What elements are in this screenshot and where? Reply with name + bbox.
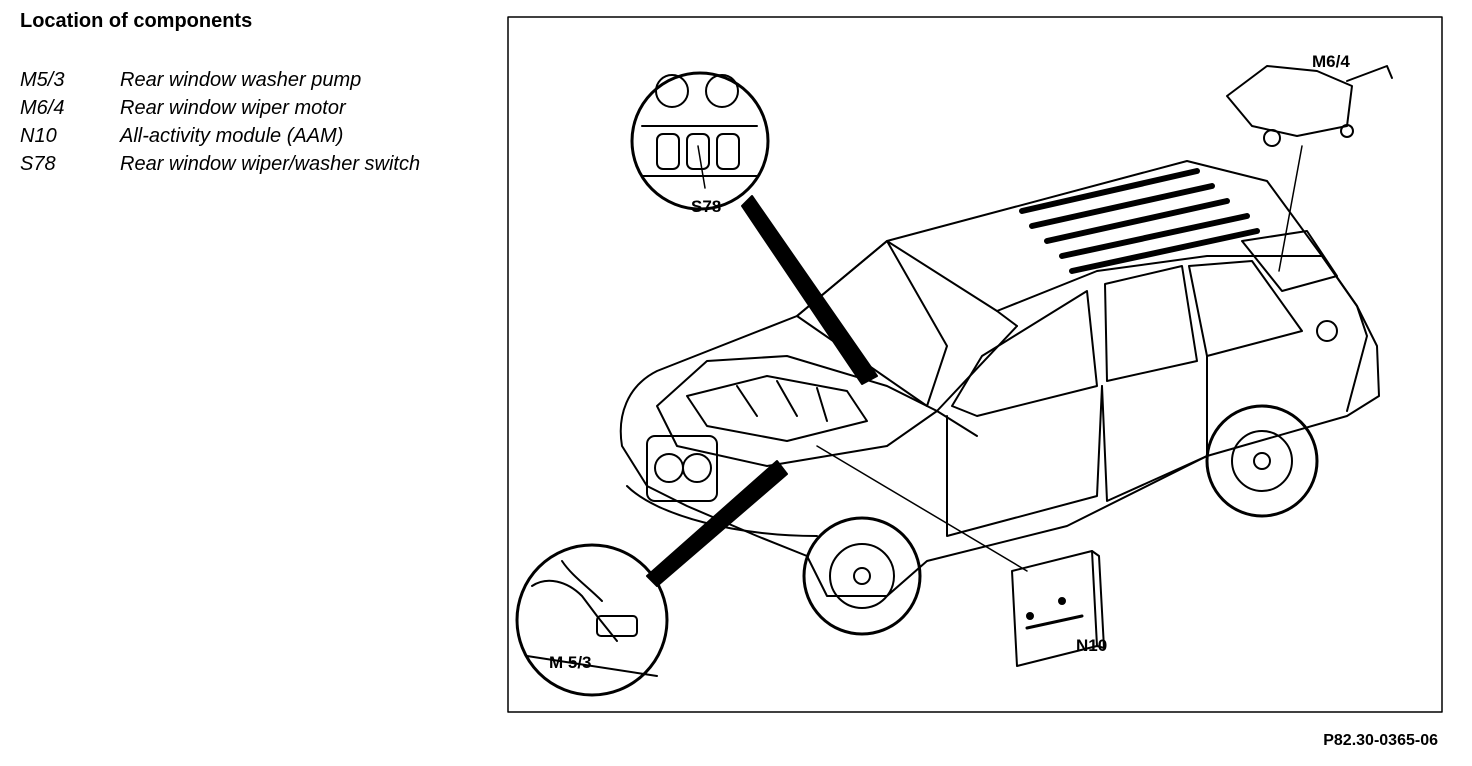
figure-id: P82.30-0365-06: [1323, 732, 1438, 749]
callout-m64: M6/4: [1312, 52, 1350, 71]
legend-code: M6/4: [20, 97, 65, 119]
diagram-frame: [507, 16, 1443, 713]
vehicle-component-diagram: S78 M6/4 N10 M: [507, 16, 1443, 713]
legend-row-s78: S78 Rear window wiper/washer switch: [20, 150, 420, 178]
callout-m53: M 5/3: [549, 653, 592, 672]
legend-code: N10: [20, 125, 57, 147]
vehicle-body: [619, 160, 1380, 636]
vehicle-illustration: S78 M6/4 N10 M: [507, 16, 1443, 713]
m64-wiper-motor: M6/4: [1226, 52, 1393, 272]
legend-code: M5/3: [20, 69, 65, 91]
legend-code: S78: [20, 153, 56, 175]
legend-description: Rear window wiper/washer switch: [120, 153, 421, 175]
legend-description: Rear window washer pump: [120, 69, 362, 91]
n10-module: N10: [816, 445, 1107, 667]
page-title: Location of components: [20, 10, 253, 32]
legend-row-n10: N10 All-activity module (AAM): [20, 122, 420, 150]
callout-n10: N10: [1076, 636, 1107, 655]
legend-row-m53: M5/3 Rear window washer pump: [20, 66, 420, 94]
s78-inset: S78: [630, 71, 878, 385]
legend-description: Rear window wiper motor: [120, 97, 346, 119]
callout-s78: S78: [691, 197, 721, 216]
legend-description: All-activity module (AAM): [120, 125, 344, 147]
component-legend: M5/3 Rear window washer pump M6/4 Rear w…: [20, 66, 420, 178]
legend-row-m64: M6/4 Rear window wiper motor: [20, 94, 420, 122]
m53-inset: M 5/3: [515, 460, 788, 697]
